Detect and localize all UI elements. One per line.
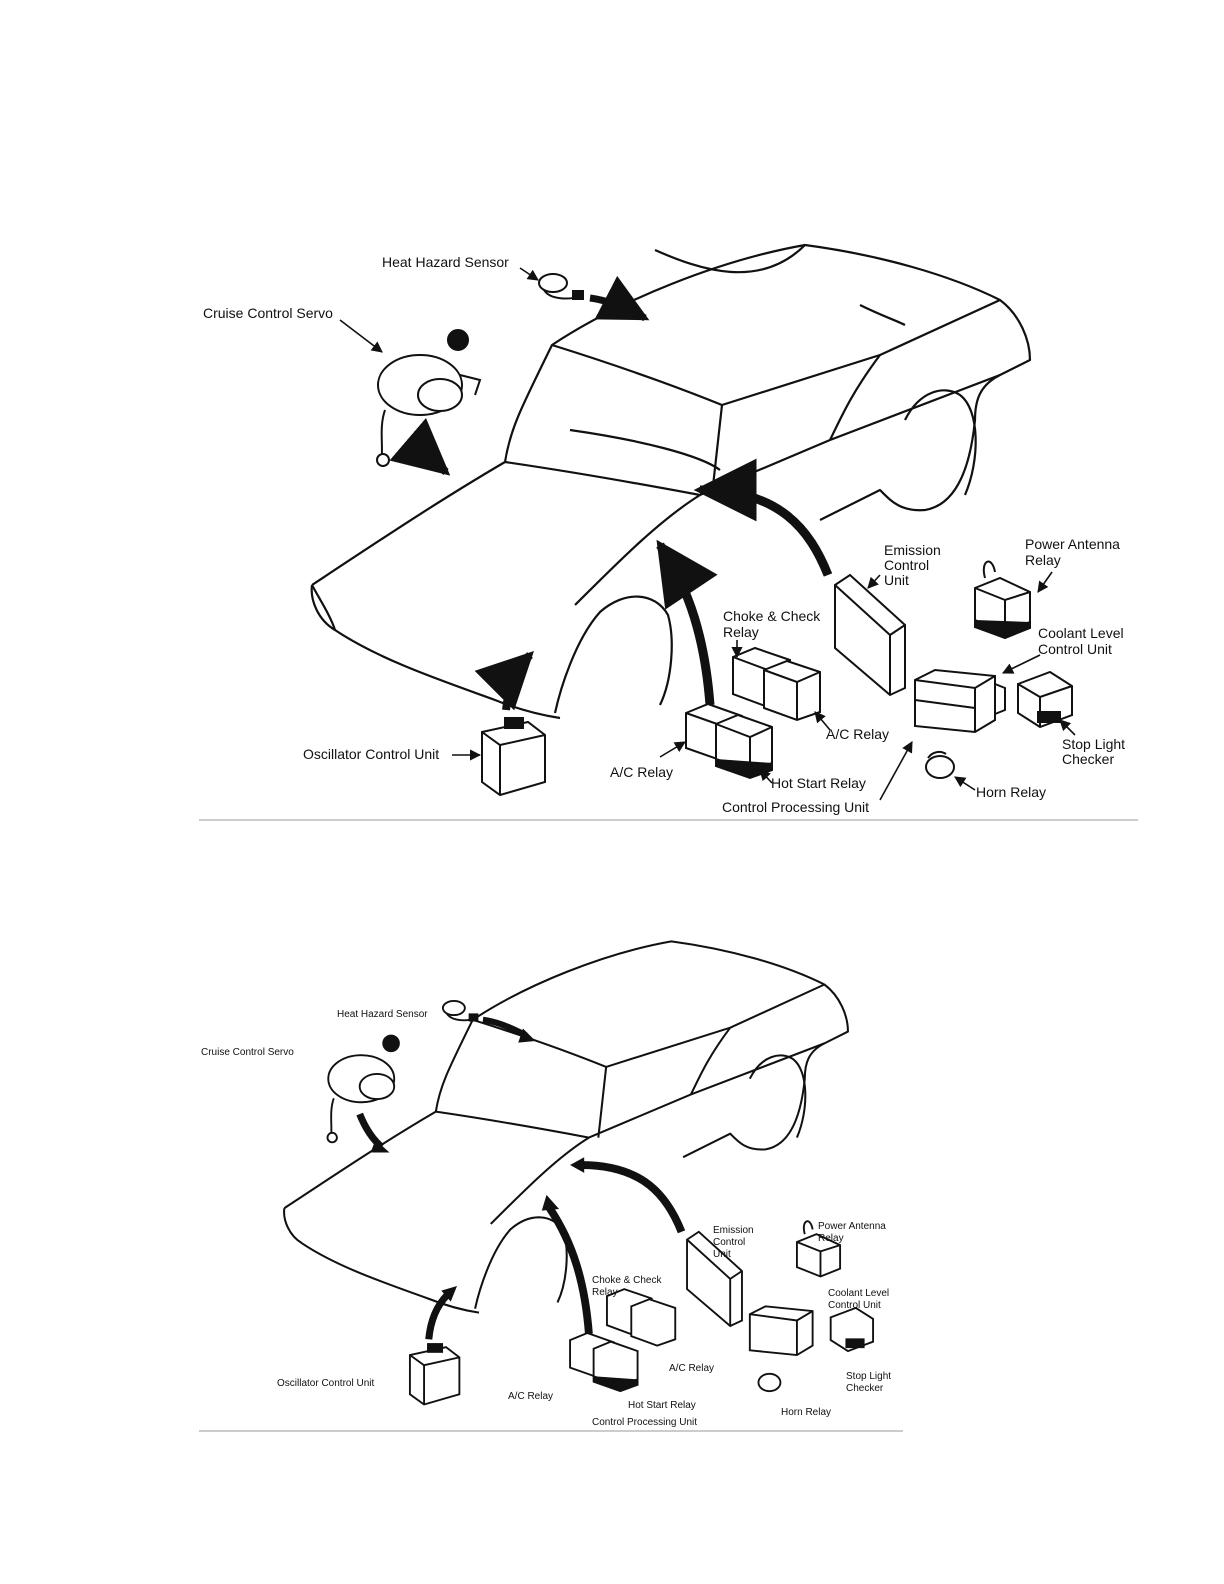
label-coolant-line-1: Coolant Level: [828, 1288, 889, 1299]
heat-hazard-sensor-part: [443, 1001, 478, 1021]
label-oscillator-control-unit: Oscillator Control Unit: [277, 1378, 374, 1389]
label-emission-line-3: Unit: [713, 1249, 731, 1260]
label-power-antenna-line-2: Relay: [818, 1233, 844, 1244]
label-stop-light-line-1: Stop Light: [846, 1371, 891, 1382]
stop-light-checker-part: [831, 1308, 873, 1351]
label-ac-relay-right: A/C Relay: [669, 1363, 714, 1374]
oscillator-control-unit-part: [410, 1344, 459, 1404]
label-heat-hazard-sensor: Heat Hazard Sensor: [337, 1009, 428, 1020]
label-choke-check-line-2: Relay: [592, 1287, 618, 1298]
label-stop-light-line-2: Checker: [846, 1383, 884, 1394]
coolant-level-control-unit-part: [750, 1306, 813, 1355]
label-horn-relay: Horn Relay: [781, 1407, 831, 1418]
label-emission-line-1: Emission: [713, 1225, 754, 1236]
label-cruise-control-servo: Cruise Control Servo: [201, 1047, 294, 1058]
label-emission-line-2: Control: [713, 1237, 745, 1248]
label-ac-relay-left: A/C Relay: [508, 1391, 553, 1402]
label-power-antenna-line-1: Power Antenna: [818, 1221, 886, 1232]
label-control-processing-unit: Control Processing Unit: [592, 1417, 697, 1428]
label-choke-check-line-1: Choke & Check: [592, 1275, 662, 1286]
label-hot-start-relay: Hot Start Relay: [628, 1400, 696, 1411]
horn-relay-part: [758, 1374, 780, 1391]
label-coolant-line-2: Control Unit: [828, 1300, 881, 1311]
